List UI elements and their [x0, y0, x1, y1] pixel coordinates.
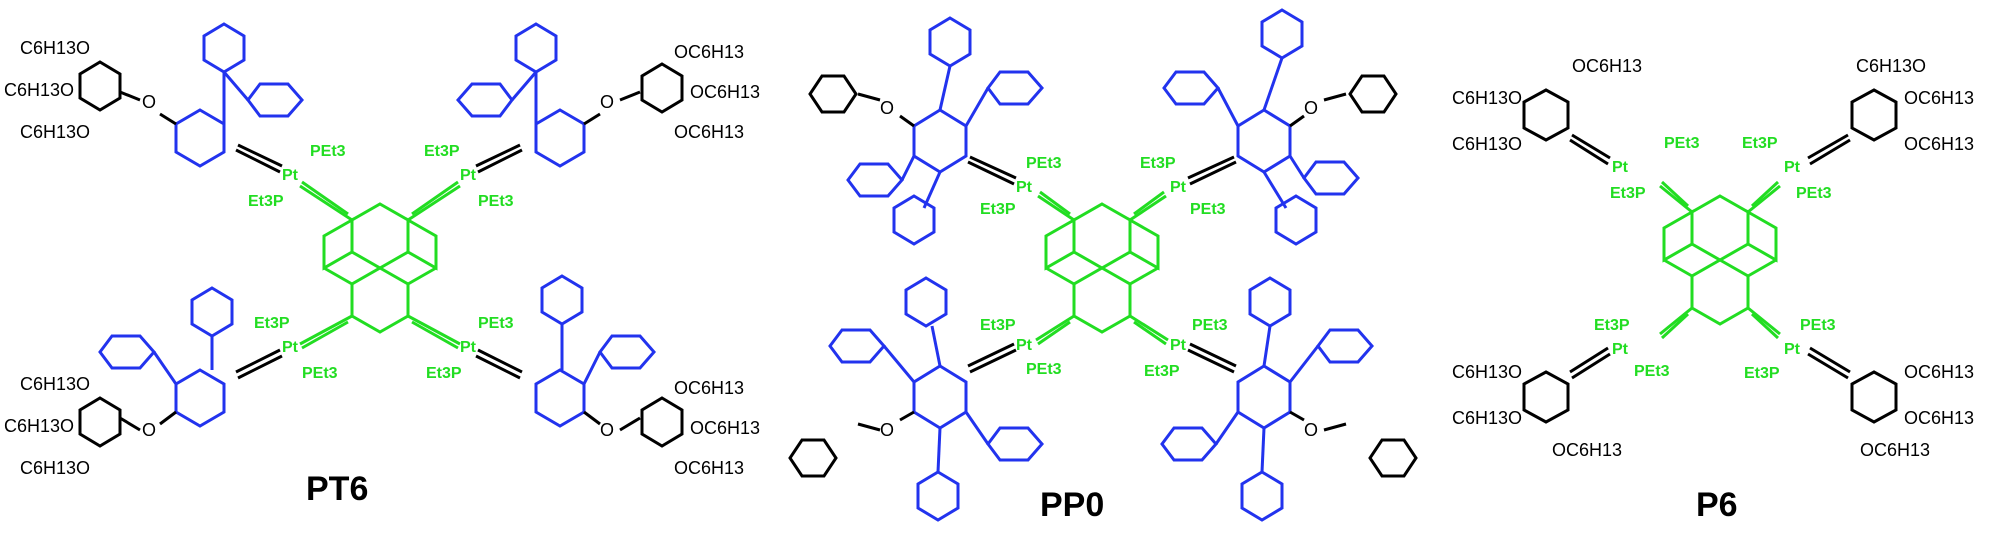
pt-acetylide-arms	[1035, 190, 1169, 346]
alkoxy-label: OC6H13	[674, 378, 744, 398]
alkoxy-label: OC6H13	[1904, 134, 1974, 154]
alkoxy-label: C6H13O	[1452, 408, 1522, 428]
alkoxy-label: C6H13O	[1452, 134, 1522, 154]
ether-oxygen: O	[1304, 98, 1318, 118]
compound-label: P6	[1696, 486, 1738, 524]
compound-p6: Pt PEt3 Et3P Pt Et3P PEt3 Pt Et3P PEt3 P…	[1452, 56, 1974, 524]
ether-oxygen: O	[880, 420, 894, 440]
pt-label: Pt	[1784, 341, 1801, 358]
alkoxy-label: C6H13O	[20, 374, 90, 394]
pyrene-core	[1044, 202, 1160, 334]
et3p-label: Et3P	[980, 201, 1016, 218]
pet3-label: PEt3	[1026, 361, 1062, 378]
trialkoxyphenyl-rings	[1522, 88, 1898, 424]
alkoxy-label: OC6H13	[1552, 440, 1622, 460]
ether-oxygen: O	[600, 420, 614, 440]
pet3-label: PEt3	[1796, 185, 1832, 202]
et3p-label: Et3P	[248, 193, 284, 210]
pt-label: Pt	[460, 339, 477, 356]
pet3-label: PEt3	[1190, 201, 1226, 218]
pet3-label: PEt3	[478, 193, 514, 210]
alkyne-links	[235, 143, 523, 380]
benzyl-ethers	[788, 74, 1418, 478]
alkoxy-label: C6H13O	[1452, 362, 1522, 382]
compound-label: PT6	[306, 470, 368, 508]
pt-label: Pt	[282, 339, 299, 356]
alkoxy-label: C6H13O	[4, 416, 74, 436]
alkyne-links	[967, 155, 1237, 374]
alkoxy-label: OC6H13	[674, 458, 744, 478]
et3p-label: Et3P	[1140, 155, 1176, 172]
pt-label: Pt	[460, 167, 477, 184]
pt-acetylide-arms	[1659, 180, 1781, 340]
pt-acetylide-arms	[299, 180, 461, 350]
pt-label: Pt	[1170, 179, 1187, 196]
et3p-label: Et3P	[1144, 363, 1180, 380]
ether-oxygen: O	[142, 420, 156, 440]
gallate-ethers	[78, 60, 684, 448]
ether-oxygen: O	[880, 98, 894, 118]
compound-pt6: Pt PEt3 Et3P Pt Et3P PEt3 Pt Et3P PEt3 P…	[4, 22, 760, 508]
alkoxy-label: OC6H13	[1572, 56, 1642, 76]
et3p-label: Et3P	[1742, 135, 1778, 152]
alkoxy-label: C6H13O	[20, 122, 90, 142]
pt-label: Pt	[282, 167, 299, 184]
et3p-label: Et3P	[980, 317, 1016, 334]
pentiptycene-units	[828, 8, 1374, 522]
et3p-label: Et3P	[1594, 317, 1630, 334]
compound-label: PP0	[1040, 486, 1104, 524]
pet3-label: PEt3	[1192, 317, 1228, 334]
alkoxy-label: OC6H13	[690, 418, 760, 438]
et3p-label: Et3P	[424, 143, 460, 160]
et3p-label: Et3P	[254, 315, 290, 332]
alkoxy-label: OC6H13	[1904, 408, 1974, 428]
compound-pp0: Pt PEt3 Et3P Pt Et3P PEt3 Pt Et3P PEt3 P…	[788, 8, 1418, 524]
ether-oxygen: O	[600, 92, 614, 112]
pt-label: Pt	[1016, 337, 1033, 354]
et3p-label: Et3P	[426, 365, 462, 382]
triptycene-units	[98, 22, 656, 428]
alkoxy-label: OC6H13	[674, 42, 744, 62]
pt-label: Pt	[1170, 337, 1187, 354]
pt-label: Pt	[1612, 341, 1629, 358]
alkoxy-label: OC6H13	[674, 122, 744, 142]
pet3-label: PEt3	[478, 315, 514, 332]
ether-oxygen: O	[1304, 420, 1318, 440]
pet3-label: PEt3	[310, 143, 346, 160]
pt-label: Pt	[1612, 159, 1629, 176]
pt-label: Pt	[1784, 159, 1801, 176]
alkoxy-label: OC6H13	[1904, 88, 1974, 108]
pet3-label: PEt3	[1664, 135, 1700, 152]
alkoxy-label: C6H13O	[4, 80, 74, 100]
alkoxy-label: C6H13O	[1452, 88, 1522, 108]
alkoxy-label: OC6H13	[1904, 362, 1974, 382]
pet3-label: PEt3	[1026, 155, 1062, 172]
pyrene-core	[322, 202, 438, 334]
alkoxy-label: OC6H13	[690, 82, 760, 102]
et3p-label: Et3P	[1610, 185, 1646, 202]
alkoxy-label: C6H13O	[20, 458, 90, 478]
alkyne-links	[1569, 133, 1851, 380]
alkoxy-label: OC6H13	[1860, 440, 1930, 460]
alkoxy-label: C6H13O	[1856, 56, 1926, 76]
pet3-label: PEt3	[302, 365, 338, 382]
pt-label: Pt	[1016, 179, 1033, 196]
pet3-label: PEt3	[1634, 363, 1670, 380]
alkoxy-label: C6H13O	[20, 38, 90, 58]
pet3-label: PEt3	[1800, 317, 1836, 334]
et3p-label: Et3P	[1744, 365, 1780, 382]
pyrene-core	[1662, 194, 1778, 326]
ether-oxygen: O	[142, 92, 156, 112]
